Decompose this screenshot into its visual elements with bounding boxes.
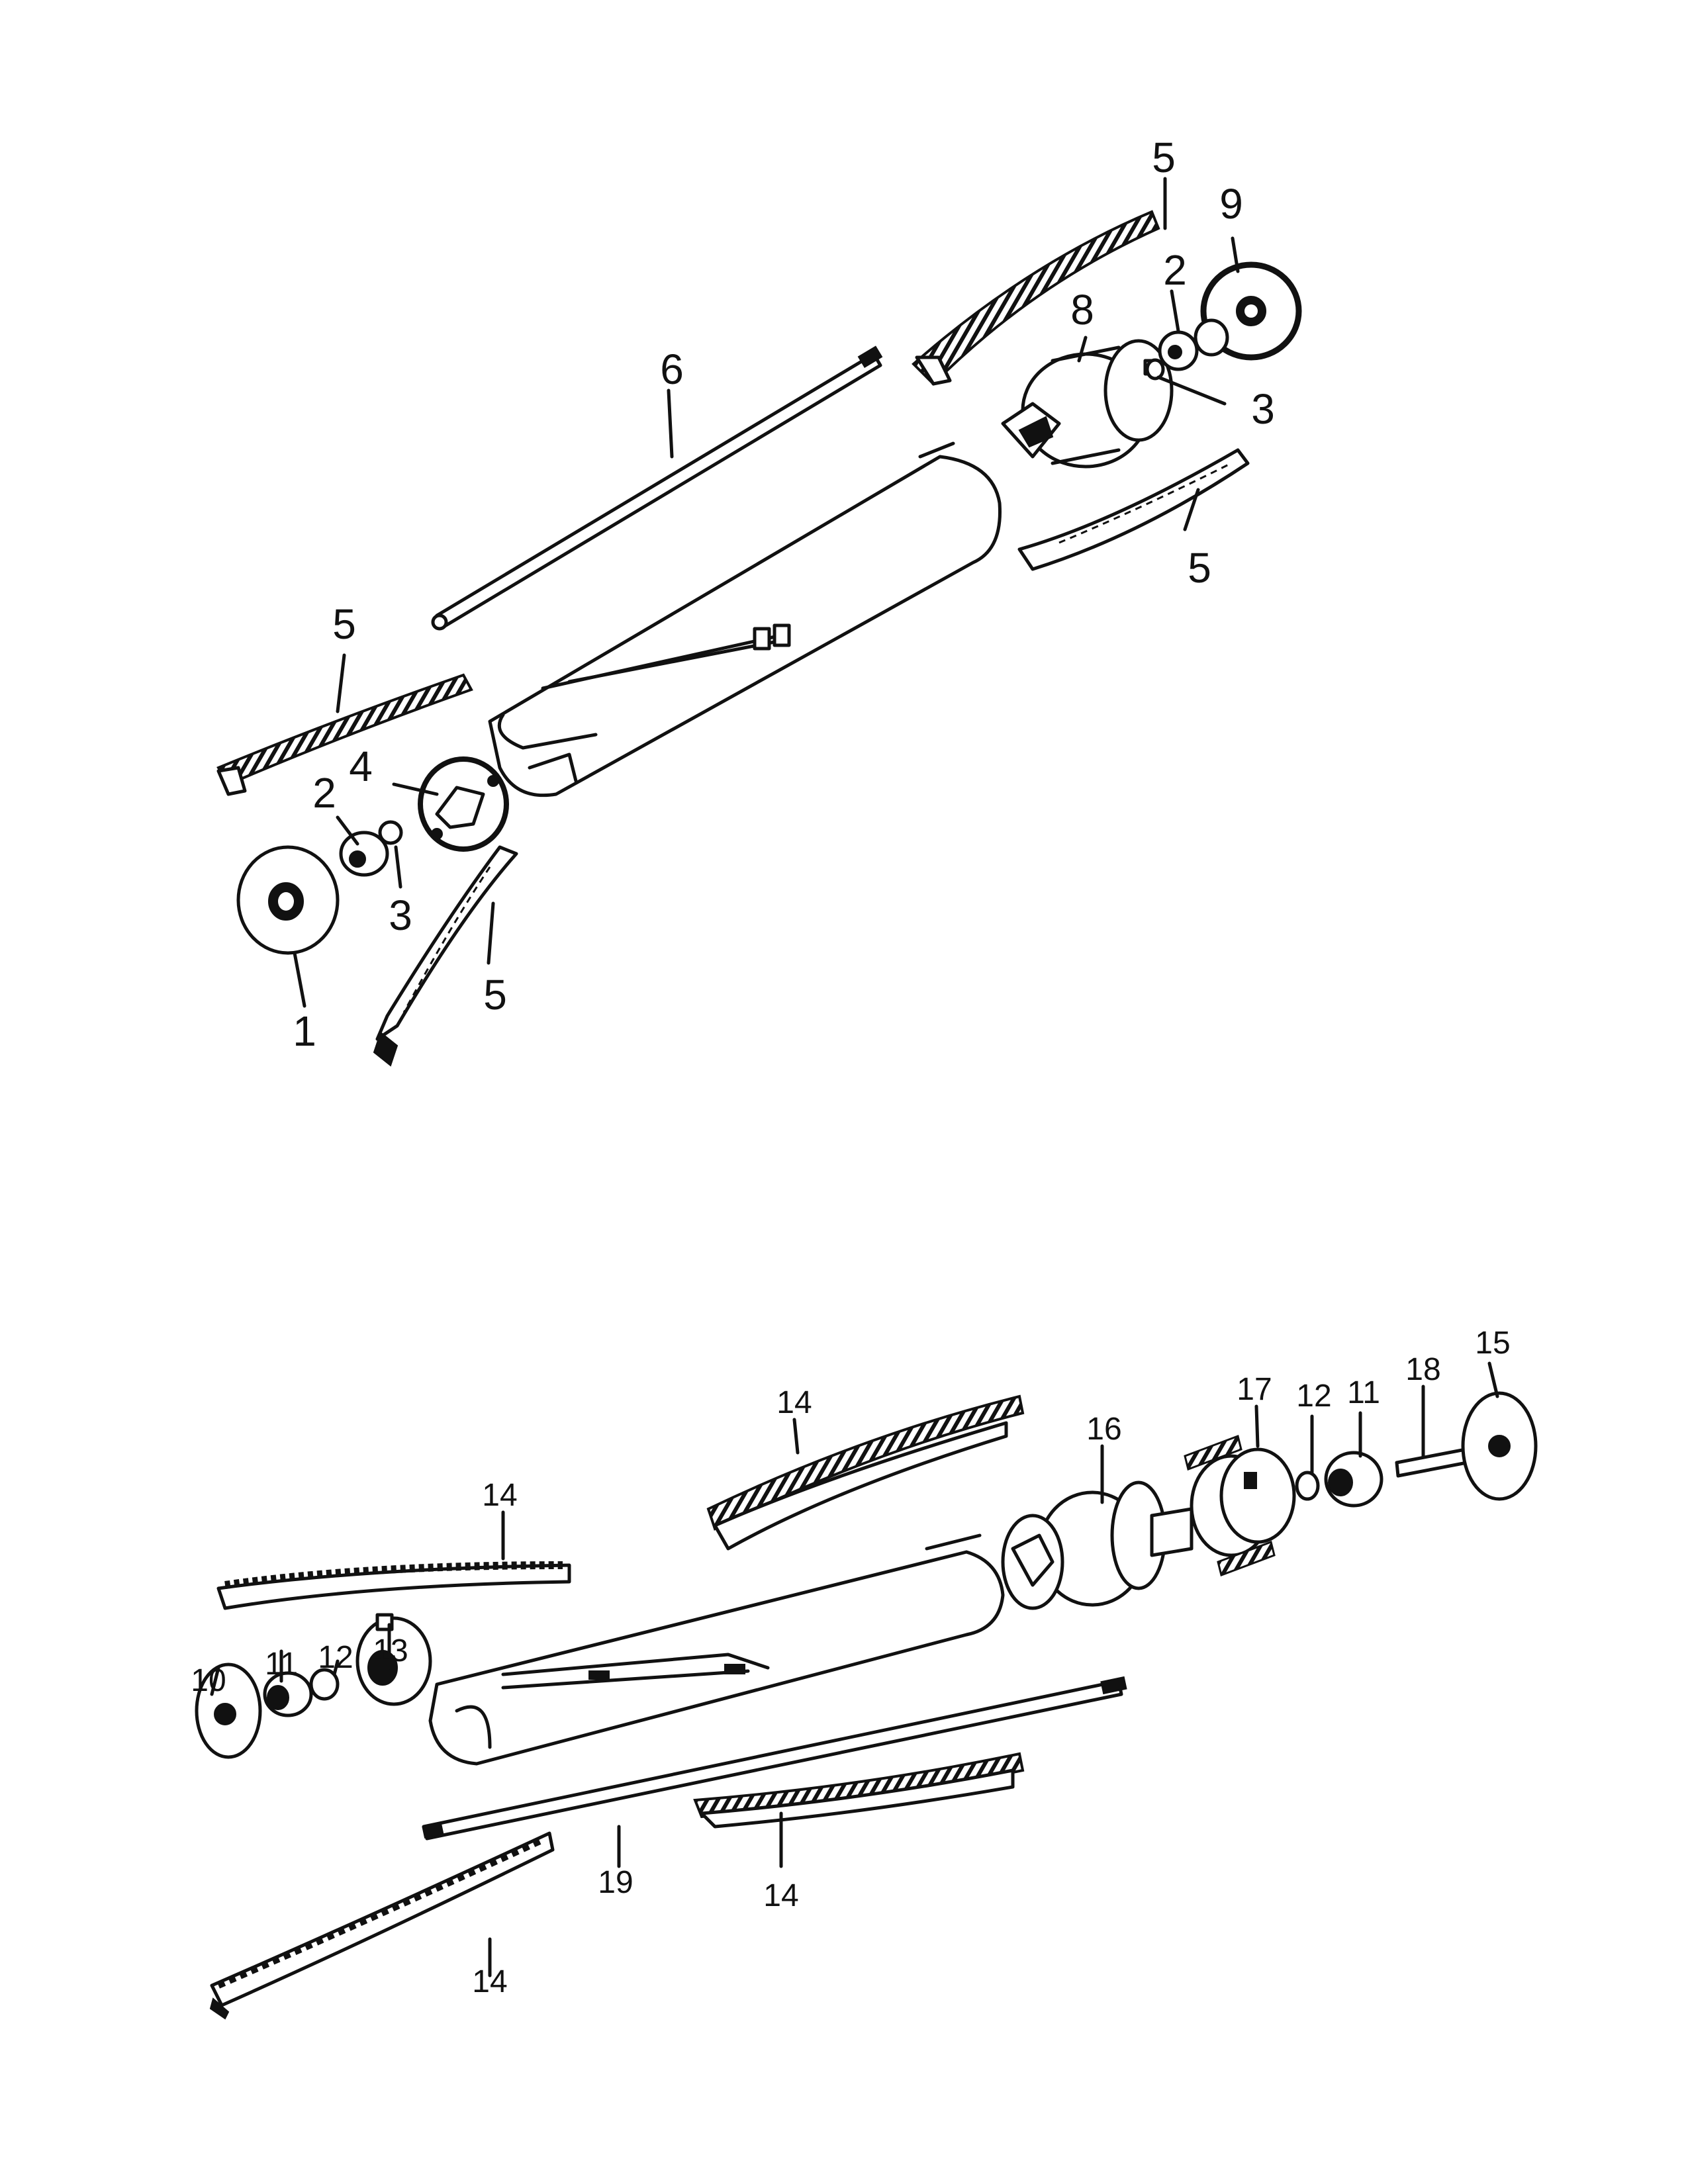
upper-brush-strip-top [912,210,1160,386]
upper-left-end-cap [418,756,509,852]
lower-brushroll-assembly: 14 16 17 12 11 18 15 14 10 11 12 13 19 1… [191,1326,1538,2020]
callout-18: 18 [1405,1352,1440,1387]
callout-12: 12 [318,1640,353,1675]
callout-15: 15 [1475,1326,1510,1361]
lower-drive-cylinder [1001,1480,1194,1610]
callout-16: 16 [1086,1412,1121,1447]
callout-2: 2 [312,769,336,817]
lower-roll-body [428,1533,1005,1766]
lower-left-bearing [263,1671,313,1717]
callout-1: 1 [293,1007,316,1055]
upper-drive-end-cap [1001,339,1174,469]
callout-11: 11 [1347,1375,1380,1410]
callout-9: 9 [1219,180,1243,228]
lower-left-washer [309,1668,340,1701]
upper-brush-strip-left [216,673,473,796]
callout-11: 11 [265,1647,298,1682]
lower-brush-strip-bottom-left [209,1831,555,2020]
callout-10: 10 [191,1663,226,1698]
lower-brush-strip-top [706,1394,1025,1551]
callout-4: 4 [349,743,373,790]
callout-19: 19 [598,1865,633,1900]
upper-brushroll-assembly: 5 9 2 8 3 6 5 5 4 2 3 5 1 [216,134,1302,1067]
lower-gear-housing [1184,1435,1296,1576]
callout-3: 3 [1251,385,1275,433]
callout-14: 14 [472,1964,507,1999]
callout-6: 6 [660,345,684,393]
callout-5: 5 [332,600,356,648]
upper-left-bearing [339,820,403,877]
lower-brush-strip-bottom-right [693,1752,1025,1829]
upper-roll-body [488,441,1002,797]
lower-end-disc-right [1461,1391,1538,1501]
lower-brush-strip-left-top [216,1561,571,1610]
upper-leader-lines [293,177,1240,1008]
callout-14: 14 [482,1478,517,1513]
upper-right-bearing [1145,318,1229,381]
callout-2: 2 [1163,246,1187,294]
callout-13: 13 [373,1633,408,1668]
upper-end-plate [236,845,340,955]
callout-5: 5 [1188,544,1211,592]
lower-shaft [422,1676,1127,1841]
callout-14: 14 [776,1385,812,1420]
callout-17: 17 [1237,1372,1272,1407]
lower-right-bearing [1324,1451,1383,1508]
callout-14: 14 [763,1878,798,1913]
upper-shaft [431,345,883,631]
callout-8: 8 [1070,286,1094,334]
callout-5: 5 [1152,134,1176,181]
callout-3: 3 [389,891,412,939]
callout-12: 12 [1296,1379,1331,1414]
callout-5: 5 [483,971,507,1019]
lower-right-washer [1295,1471,1320,1501]
lower-leader-lines [210,1361,1499,1978]
upper-brush-strip-right [1017,448,1250,571]
upper-brush-strip-bottom [373,845,518,1067]
